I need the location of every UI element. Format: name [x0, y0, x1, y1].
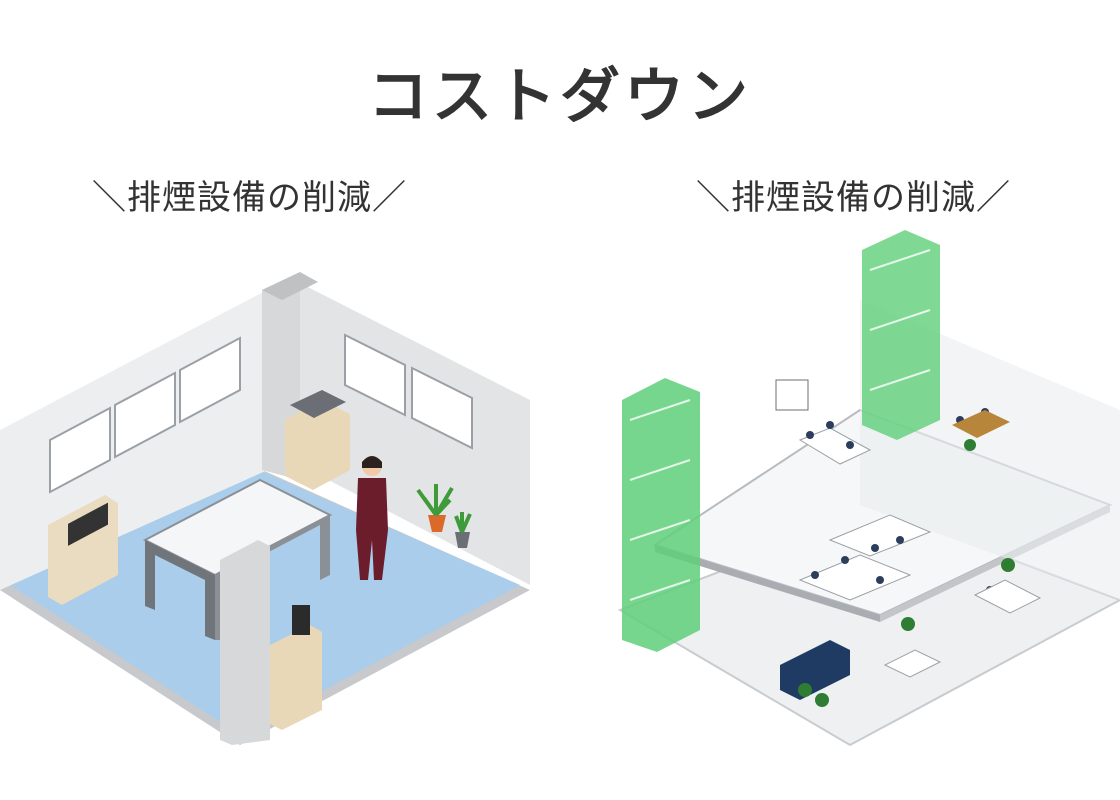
bookshelf	[48, 495, 118, 605]
right-stairwell	[862, 230, 940, 440]
left-caption: ＼排煙設備の削減／	[92, 178, 407, 218]
business-person	[356, 456, 388, 580]
left-windows	[49, 336, 241, 494]
front-pillar	[220, 540, 270, 745]
whiteboard	[775, 379, 809, 411]
coffee-counter	[270, 605, 322, 730]
right-caption: ＼排煙設備の削減／	[696, 178, 1011, 218]
right-windows	[344, 333, 473, 450]
lounge-seating	[883, 579, 1042, 678]
plant-small	[454, 512, 472, 548]
desk-cluster	[798, 514, 932, 601]
plant-large	[416, 484, 454, 532]
plants	[798, 439, 1015, 707]
reception-counter	[780, 640, 850, 700]
desk	[142, 478, 333, 640]
meeting-table	[798, 427, 872, 465]
executive-desk	[952, 410, 1010, 438]
copier	[285, 390, 350, 490]
page-title: コストダウン	[368, 62, 752, 132]
